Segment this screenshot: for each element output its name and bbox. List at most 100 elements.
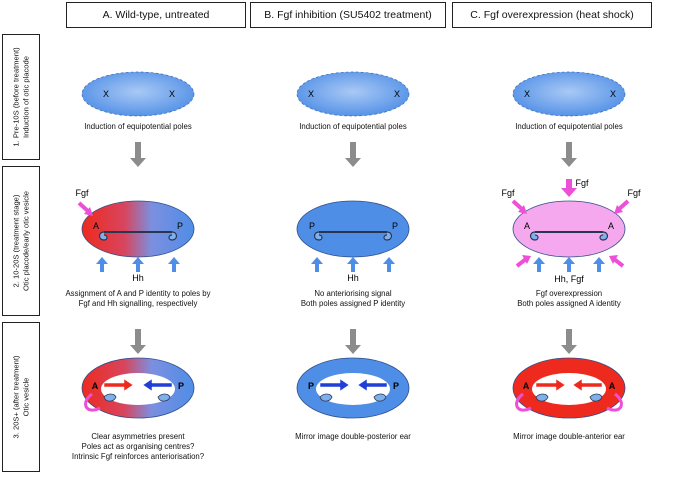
otic-vesicle-lumen (101, 373, 175, 405)
otolith-right (157, 393, 171, 402)
pole-label-left: A (92, 381, 99, 391)
fgf-signal-label-top: Fgf (575, 178, 589, 188)
pole-hook-right (599, 231, 609, 241)
fgf-signal-arrow-top (561, 179, 577, 197)
otic-vesicle-lumen (316, 373, 390, 405)
stage2-caption-fgf-overexpression: Fgf overexpression Both poles assigned A… (489, 289, 649, 309)
stage1-caption-fgf-inhibition: Induction of equipotential poles (299, 122, 407, 131)
stage3-wild-type: A P (81, 357, 195, 419)
posterior-blue-arrow-left (319, 378, 350, 392)
progression-arrow-down (130, 142, 146, 167)
row-label-stage-3: 3. 20S+ (after treatment)Otic vesicle (2, 322, 40, 472)
stage2-wild-type: A P Fgf Hh (75, 188, 195, 283)
stage2-caption-line: Fgf and Hh signalling, respectively (78, 299, 198, 308)
pole-marker-left: X (524, 89, 530, 99)
hh-signal-label: Hh (132, 273, 144, 283)
pole-label-left: A (93, 221, 99, 231)
otolith-left (319, 393, 333, 402)
pole-marker-left: X (103, 89, 109, 99)
progression-arrows-2 (130, 329, 577, 354)
progression-arrow-down (561, 329, 577, 354)
pole-label-right: A (609, 381, 616, 391)
fgf-signal-arrowhead (614, 205, 623, 214)
progression-arrows-1 (130, 142, 577, 167)
hh-signal-arrow (168, 257, 180, 272)
stage2-caption-fgf-inhibition: No anteriorising signal Both poles assig… (273, 289, 433, 309)
stage3-caption-fgf-inhibition: Mirror image double-posterior ear (295, 432, 411, 441)
stage1-fgf-overexpression: X X (512, 71, 626, 117)
hh-signal-arrow (311, 257, 323, 272)
equipotential-placode (296, 71, 410, 117)
hh-signal-arrow (132, 257, 144, 272)
hh-signal-arrow (593, 257, 605, 272)
stage3-caption-line: Poles act as organising centres? (81, 442, 195, 451)
hh-signal-label: Hh (347, 273, 359, 283)
progression-arrow-down (345, 329, 361, 354)
pole-label-left: A (523, 381, 530, 391)
column-header-wild-type: A. Wild-type, untreated (66, 2, 246, 28)
fgf-signal-arrowhead (609, 255, 618, 264)
otolith-left (103, 393, 117, 402)
equipotential-placode (81, 71, 195, 117)
pole-hook-left (313, 231, 323, 241)
stage2-caption-line: Assignment of A and P identity to poles … (65, 289, 211, 298)
stage2-caption-line: Fgf overexpression (535, 289, 603, 298)
fgf-signal-arrowhead (84, 207, 93, 216)
anterior-red-arrow-left (535, 378, 566, 392)
pole-label-left: P (308, 381, 314, 391)
pole-label-right: A (608, 221, 614, 231)
fgf-signal-arrowhead (522, 255, 531, 264)
anterior-red-arrow-right (572, 378, 603, 392)
stage3-caption-wild-type: Clear asymmetries present Poles act as o… (58, 432, 218, 462)
fgf-feedback-loop-right (606, 392, 623, 412)
column-header-fgf-overexpression: C. Fgf overexpression (heat shock) (452, 2, 652, 28)
hh-signal-arrow (533, 257, 545, 272)
hh-signal-arrow (383, 257, 395, 272)
otic-vesicle-lumen (532, 373, 606, 405)
pole-hook-right (383, 231, 393, 241)
stage2-caption-line: Both poles assigned A identity (517, 299, 621, 308)
posterior-blue-arrow-right (357, 378, 388, 392)
fgf-signal-arrowhead (518, 205, 527, 214)
fgf-signal-arrow-lower-right (612, 257, 625, 268)
stage1-caption-fgf-overexpression: Induction of equipotential poles (515, 122, 623, 131)
fgf-signal-label: Fgf (75, 188, 89, 198)
fgf-feedback-loop (84, 392, 101, 412)
row-label-stage-2: 2. 10-20S (treatment stage)Otic placode/… (2, 166, 40, 316)
fgf-signal-arrow-lower-left (515, 257, 528, 268)
stage2-caption-line: Both poles assigned P identity (300, 299, 406, 308)
row-label-stage-1: 1. Pre-10S (before treatment)Induction o… (2, 34, 40, 160)
pole-label-right: P (393, 381, 399, 391)
pole-marker-right: X (394, 89, 400, 99)
pole-marker-right: X (610, 89, 616, 99)
progression-arrow-down (130, 329, 146, 354)
stage3-caption-line: Clear asymmetries present (91, 432, 185, 441)
progression-arrow-down (345, 142, 361, 167)
hh-signal-arrow (347, 257, 359, 272)
stage1-fgf-inhibition: X X (296, 71, 410, 117)
fgf-signal-label-right: Fgf (627, 188, 641, 198)
hh-signal-arrow (563, 257, 575, 272)
hh-signal-arrow (96, 257, 108, 272)
column-header-fgf-inhibition: B. Fgf inhibition (SU5402 treatment) (250, 2, 446, 28)
hh-fgf-signal-label: Hh, Fgf (554, 274, 584, 284)
pole-label-left: A (524, 221, 530, 231)
anterior-red-arrow (103, 378, 134, 392)
stage1-caption-wild-type: Induction of equipotential poles (84, 122, 192, 131)
fgf-signal-label-left: Fgf (501, 188, 515, 198)
pole-label-right: P (392, 221, 398, 231)
pole-marker-left: X (308, 89, 314, 99)
pole-hook-left (529, 231, 539, 241)
stage3-fgf-inhibition: P P (296, 357, 410, 419)
stage2-caption-line: No anteriorising signal (314, 289, 392, 298)
stage3-caption-fgf-overexpression: Mirror image double-anterior ear (513, 432, 625, 441)
otolith-left (535, 393, 549, 402)
pole-label-left: P (309, 221, 315, 231)
posterior-blue-arrow (142, 378, 173, 392)
stage2-fgf-overexpression: A A Fgf Fgf Fgf Hh, Fgf (501, 178, 641, 284)
otolith-right (589, 393, 603, 402)
pole-hook-left (98, 231, 108, 241)
stage2-caption-wild-type: Assignment of A and P identity to poles … (48, 289, 228, 309)
stage3-caption-line: Intrinsic Fgf reinforces anteriorisation… (71, 452, 205, 461)
